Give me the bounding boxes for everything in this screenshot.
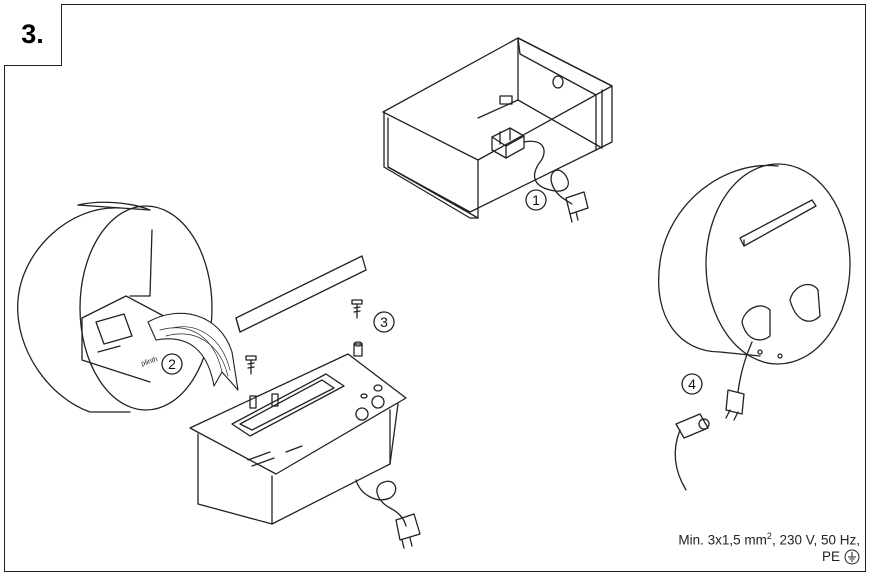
insert-direction-arrow <box>147 312 239 391</box>
spec-cable-size: Min. 3x1,5 mm <box>678 532 767 547</box>
svg-text:plinth: plinth <box>140 356 158 368</box>
callout-3: 3 <box>373 311 395 333</box>
ceiling-mounting-box <box>382 37 613 223</box>
step-number-box: 3. <box>4 4 62 66</box>
callout-2: 2 <box>161 353 183 375</box>
burner-unit <box>189 353 421 549</box>
ground-symbol-icon <box>844 549 860 565</box>
callout-1-label: 1 <box>532 192 540 208</box>
round-hood-housing-right <box>658 163 851 491</box>
electrical-spec-note: Min. 3x1,5 mm2, 230 V, 50 Hz, PE <box>678 528 860 566</box>
mounting-screws <box>245 299 363 375</box>
spec-pe: PE <box>821 549 840 564</box>
cover-plate <box>235 255 367 333</box>
page-frame <box>4 4 866 572</box>
callout-4: 4 <box>681 373 703 395</box>
callout-1: 1 <box>525 189 547 211</box>
callout-3-label: 3 <box>380 314 388 330</box>
spec-line-1: Min. 3x1,5 mm2, 230 V, 50 Hz, <box>678 528 860 549</box>
spec-line-2: PE <box>822 548 860 565</box>
callout-4-label: 4 <box>688 376 696 392</box>
spec-superscript: 2 <box>766 530 772 541</box>
step-number: 3. <box>21 19 44 49</box>
spec-voltage-frequency: , 230 V, 50 Hz, <box>771 532 860 547</box>
callout-2-label: 2 <box>168 356 176 372</box>
